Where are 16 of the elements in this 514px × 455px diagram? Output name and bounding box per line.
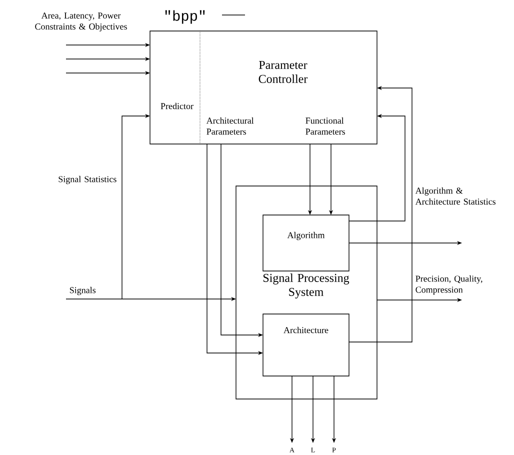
edge-label: Signal Statistics bbox=[58, 176, 116, 184]
controller-box bbox=[150, 30, 378, 144]
box-title: Parameter Controller bbox=[258, 61, 308, 83]
process-box bbox=[262, 314, 350, 376]
system-box bbox=[236, 186, 378, 400]
section-label: Predictor bbox=[160, 102, 194, 110]
box-title: Algorithm bbox=[287, 232, 325, 240]
edge-label: Precision, Quality, Compression bbox=[416, 275, 482, 295]
box-title: Architecture bbox=[284, 326, 328, 334]
annotation-text: Area, Latency, Power Constraints & Objectives bbox=[35, 12, 127, 32]
section-label: Architectural Parameters bbox=[206, 117, 254, 135]
edge-label: Signals bbox=[70, 286, 96, 296]
annotation-text: Algorithm & Architecture Statistics bbox=[415, 187, 496, 205]
box-title: Signal Processing System bbox=[263, 274, 350, 298]
process-box bbox=[262, 214, 350, 272]
section-label: Functional Parameters bbox=[306, 117, 346, 135]
